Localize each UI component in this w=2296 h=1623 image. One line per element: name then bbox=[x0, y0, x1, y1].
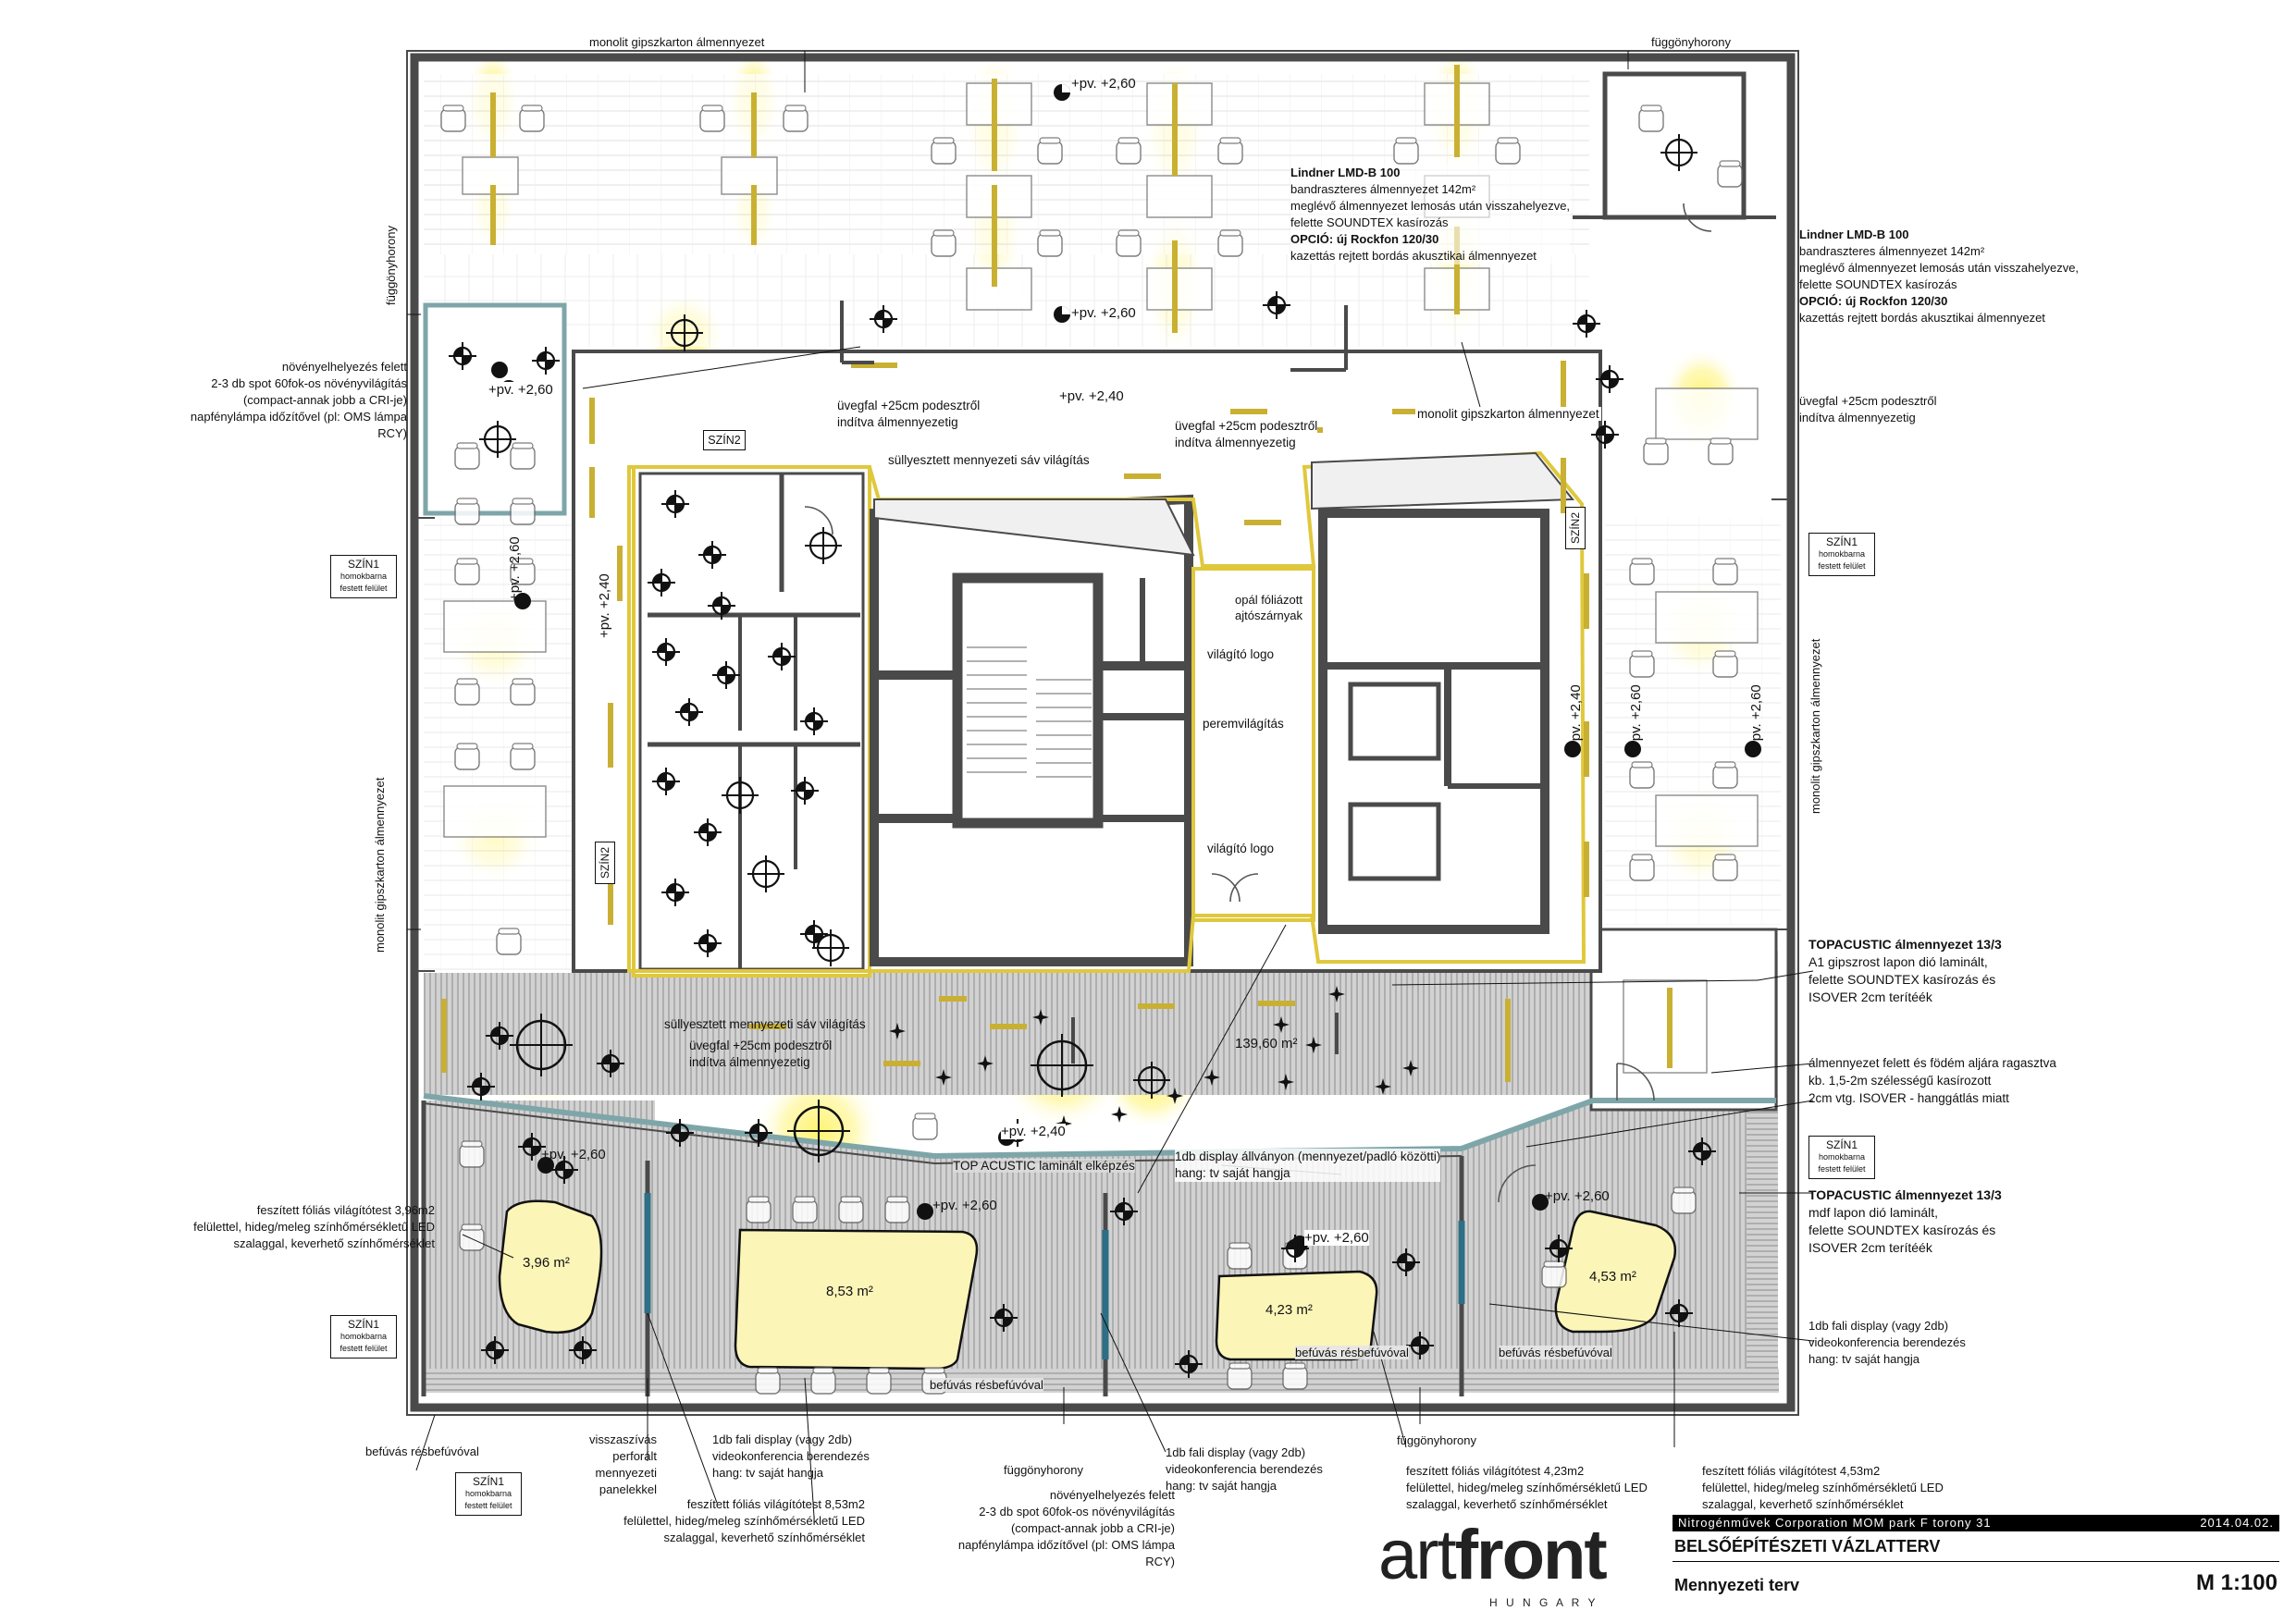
logo: artfront H U N G A R Y bbox=[1378, 1518, 1665, 1618]
logo-front: front bbox=[1454, 1516, 1608, 1594]
door-swings bbox=[804, 203, 1712, 1203]
project-name: Nitrogénművek Corporation MOM park F tor… bbox=[1678, 1516, 1992, 1530]
sheet-title: BELSŐÉPÍTÉSZETI VÁZLATTERV bbox=[1674, 1537, 1941, 1555]
title-block: artfront H U N G A R Y Nitrogénművek Cor… bbox=[1378, 1515, 2285, 1618]
logo-sub: H U N G A R Y bbox=[1489, 1596, 1599, 1609]
sheet-scale: M 1:100 bbox=[2195, 1570, 2277, 1595]
central-core bbox=[572, 350, 1602, 977]
project-date: 2014.04.02. bbox=[2200, 1516, 2274, 1530]
elevation-markers bbox=[491, 84, 1761, 1252]
project-bar: Nitrogénművek Corporation MOM park F tor… bbox=[1673, 1515, 2279, 1531]
furniture bbox=[440, 82, 1759, 1395]
stretched-foil-panels bbox=[498, 1199, 1677, 1371]
logo-art: art bbox=[1378, 1516, 1457, 1594]
sheet-subtitle: Mennyezeti terv bbox=[1674, 1576, 1800, 1594]
building-walls bbox=[406, 50, 1799, 1416]
linear-light-strips bbox=[441, 65, 1673, 1082]
